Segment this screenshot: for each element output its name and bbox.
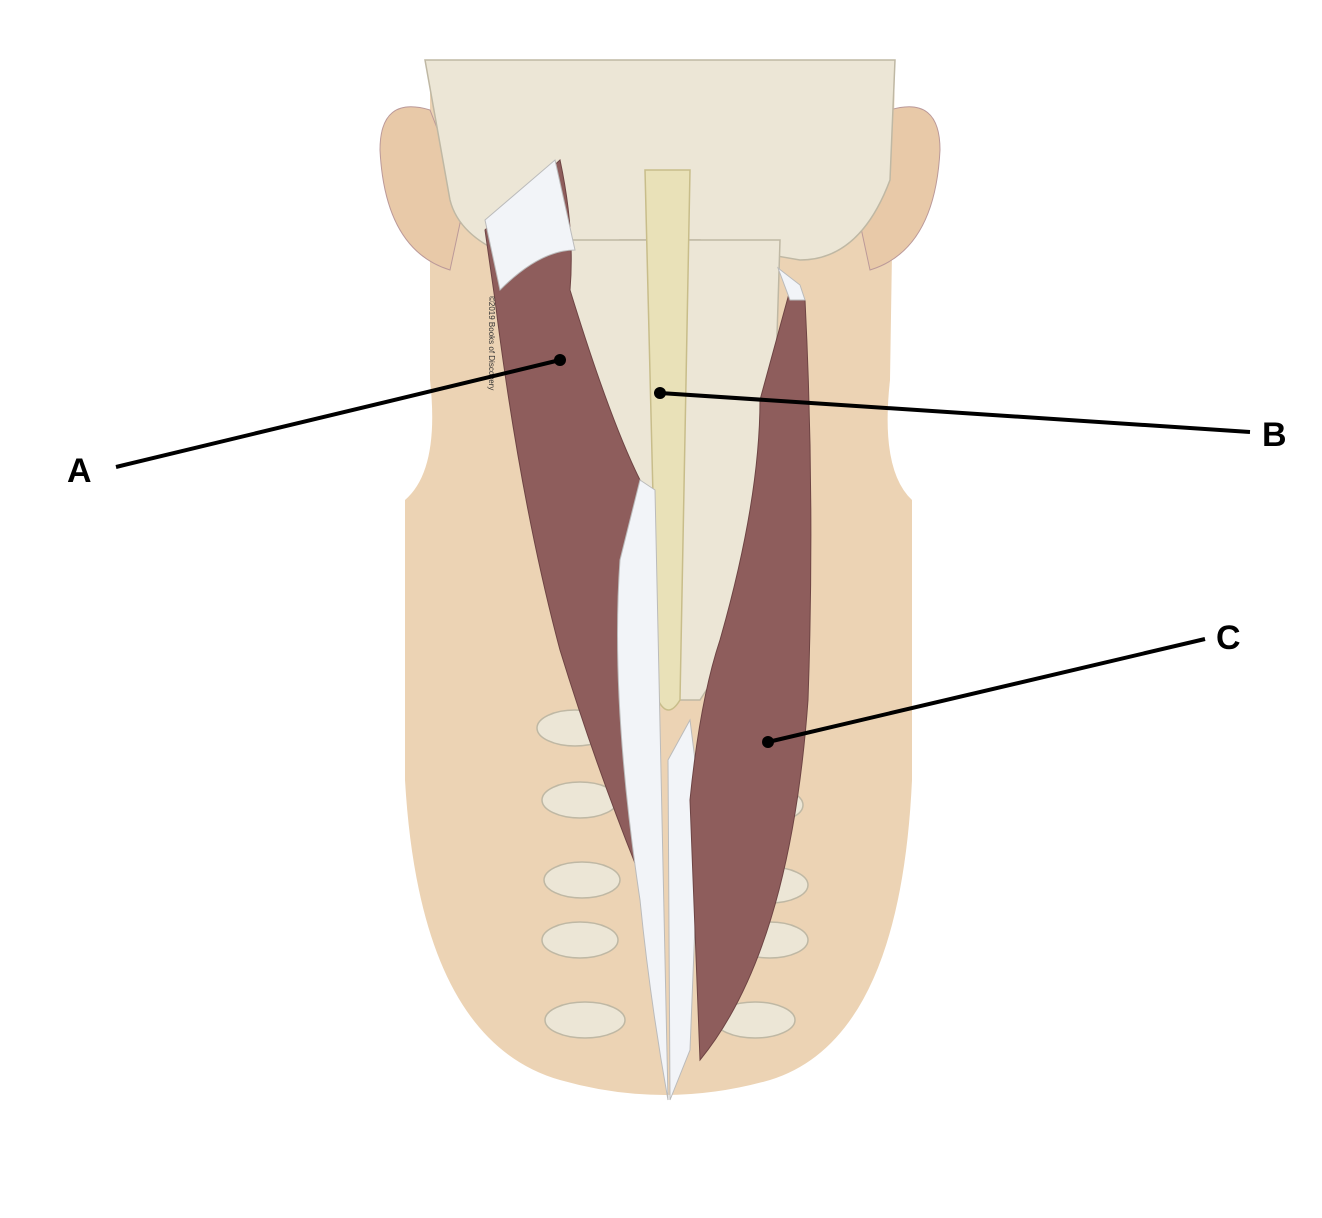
muscle-c-tendon bbox=[776, 266, 806, 301]
muscle-a bbox=[484, 159, 651, 901]
pointer-dot-c bbox=[762, 736, 774, 748]
pointer-dot-a bbox=[554, 354, 566, 366]
label-a: A bbox=[67, 452, 92, 490]
leader-line-a bbox=[115, 358, 561, 469]
leader-line-c bbox=[767, 637, 1206, 744]
midline-aponeurosis bbox=[617, 479, 669, 1101]
leader-line-b bbox=[659, 391, 1251, 434]
muscle-c bbox=[689, 289, 812, 1062]
label-c: C bbox=[1216, 619, 1241, 657]
label-b: B bbox=[1262, 416, 1287, 454]
pointer-dot-b bbox=[654, 387, 666, 399]
muscle-a-tendon bbox=[484, 159, 576, 292]
